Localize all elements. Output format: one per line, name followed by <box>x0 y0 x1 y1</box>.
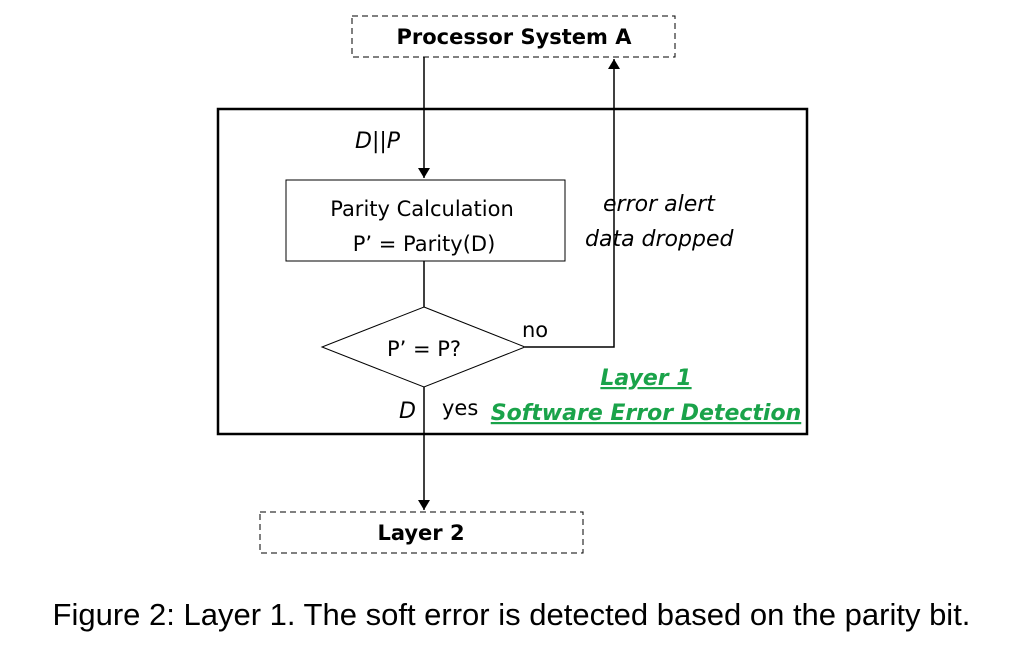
figure-caption: Figure 2: Layer 1. The soft error is det… <box>52 597 971 632</box>
layer1-title: Layer 1 <box>600 366 691 391</box>
yes-label: yes <box>442 396 478 420</box>
layer2-label: Layer 2 <box>377 521 464 545</box>
layer2-box <box>259 511 584 554</box>
decision-label: P’ = P? <box>387 337 461 361</box>
no-branch-arrow <box>525 59 620 348</box>
layer1-subtitle: Software Error Detection <box>491 401 802 426</box>
no-label: no <box>522 318 548 342</box>
error-alert-label: error alert <box>603 192 716 217</box>
parity-calculation-title: Parity Calculation <box>330 197 514 221</box>
parity-calculation-box <box>285 179 566 262</box>
layer1-container <box>216 107 809 436</box>
flowchart-diagram: Processor System A D||P Parity Calculati… <box>216 15 809 554</box>
input-label: D||P <box>355 129 401 154</box>
processor-system-label: Processor System A <box>397 25 633 49</box>
output-d-label: D <box>399 399 416 424</box>
data-dropped-label: data dropped <box>585 227 734 252</box>
parity-calculation-formula: P’ = Parity(D) <box>353 232 496 256</box>
processor-system-box <box>351 15 676 58</box>
